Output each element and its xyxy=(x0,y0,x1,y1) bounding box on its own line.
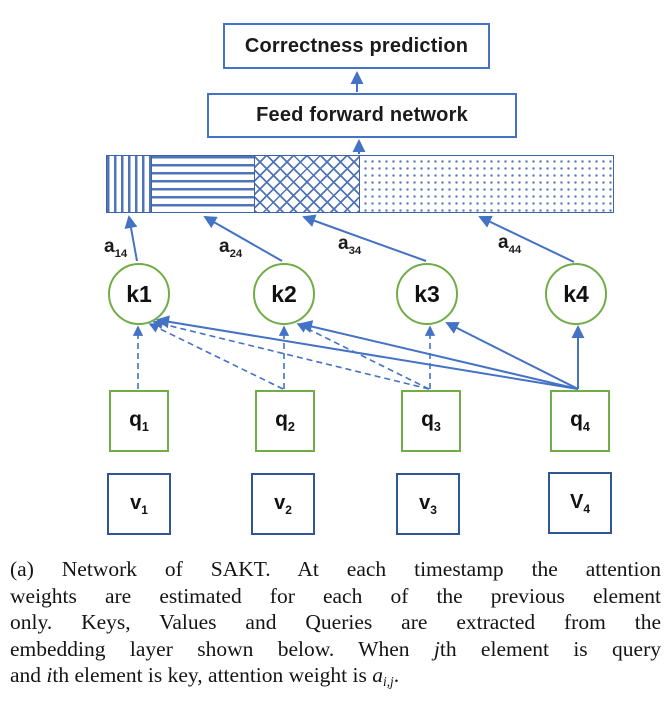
caption-line-5: and ith element is key, attention weight… xyxy=(10,663,400,689)
bar-segment-vertical-lines xyxy=(107,156,151,212)
correctness-prediction-label: Correctness prediction xyxy=(244,34,469,57)
query-node-q4: q4 xyxy=(550,390,610,452)
key-node-k2: k2 xyxy=(253,263,315,325)
key-node-k4: k4 xyxy=(545,263,607,325)
attention-weight-a34: a34 xyxy=(338,233,362,257)
figure-caption: (a) Network of SAKT. At each timestamp t… xyxy=(10,556,661,689)
caption-line-1: (a) Network of SAKT. At each timestamp t… xyxy=(10,557,661,581)
value-node-v4: V4 xyxy=(548,472,612,534)
arrows-layer xyxy=(124,71,585,390)
value-node-v1: v1 xyxy=(107,473,171,535)
caption-line-2: weights are estimated for each of the pr… xyxy=(10,583,661,608)
bar-segment-horizontal-lines xyxy=(151,156,254,212)
attention-weight-a44: a44 xyxy=(498,232,522,256)
value-node-v3: v3 xyxy=(396,473,460,535)
bar-segment-dots xyxy=(359,156,613,212)
feed-forward-network-label: Feed forward network xyxy=(256,104,468,126)
correctness-prediction-box: Correctness prediction xyxy=(223,23,490,69)
attention-output-bar xyxy=(106,155,614,213)
attention-weight-a14: a14 xyxy=(104,236,128,260)
key-node-k1: k1 xyxy=(108,263,170,325)
attention-weight-a24: a24 xyxy=(219,236,243,260)
bar-segment-crosshatch xyxy=(254,156,359,212)
caption-line-4: embedding layer shown below. When jth el… xyxy=(10,636,661,661)
feed-forward-network-box: Feed forward network xyxy=(207,93,517,138)
caption-line-3: only. Keys, Values and Queries are extra… xyxy=(10,610,661,634)
query-node-q1: q1 xyxy=(109,390,169,452)
query-node-q3: q3 xyxy=(401,390,461,452)
query-node-q2: q2 xyxy=(255,390,315,452)
key-node-k3: k3 xyxy=(396,263,458,325)
value-node-v2: v2 xyxy=(251,473,315,535)
